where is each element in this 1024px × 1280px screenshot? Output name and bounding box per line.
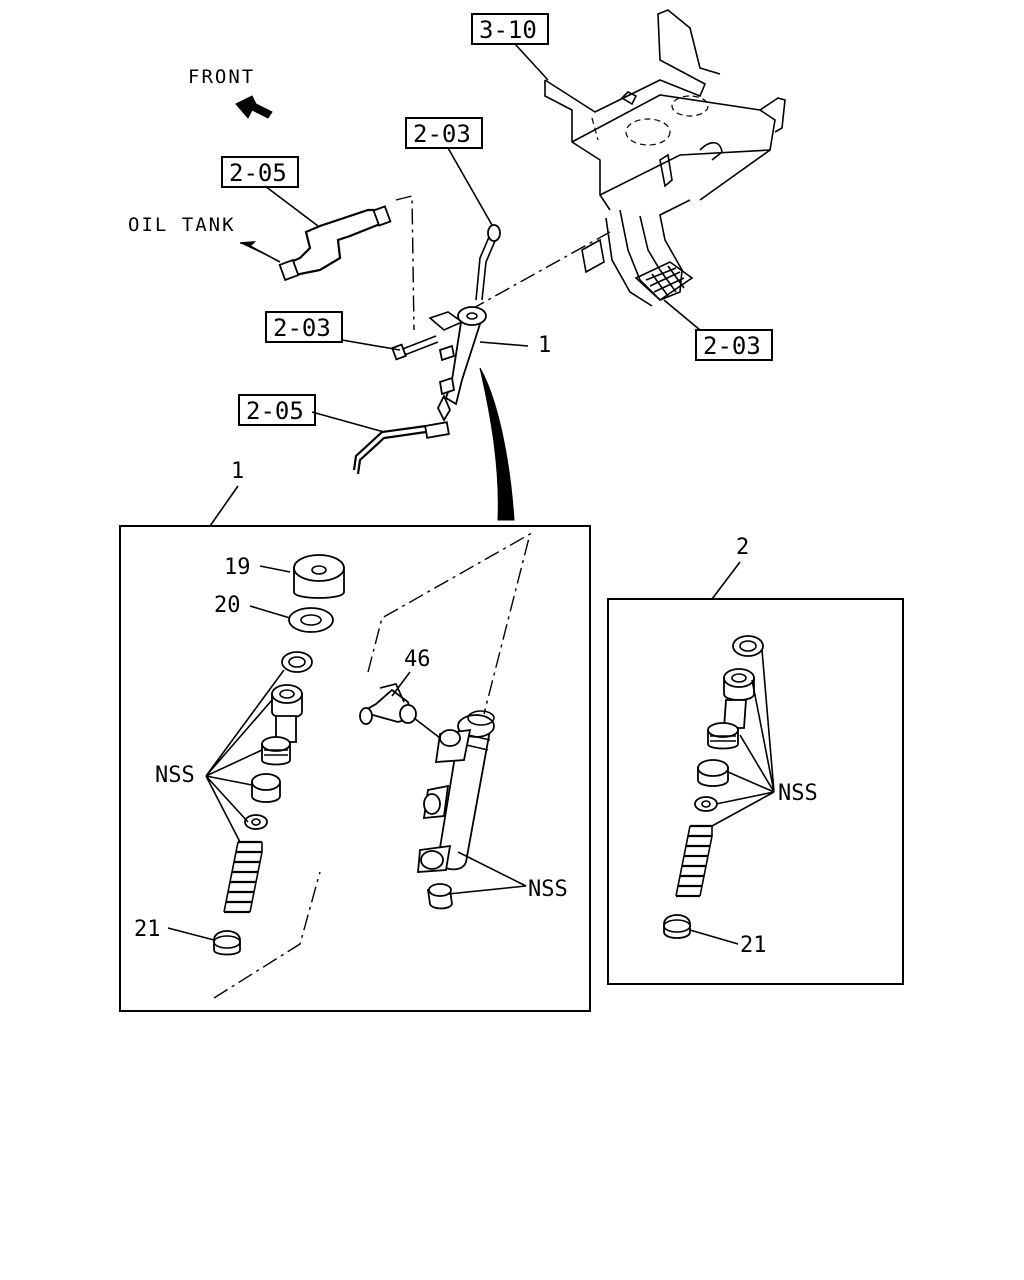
spring-left	[223, 840, 263, 914]
front-arrow-icon	[235, 95, 273, 119]
part-21-right-label: 21	[740, 933, 767, 958]
ref-2-03-pedal: 2-03	[695, 329, 773, 361]
oil-tank-arrow-icon	[239, 241, 281, 263]
nss-right-label: NSS	[778, 781, 818, 806]
ref-2-03-pushrod: 2-03	[405, 117, 483, 149]
detail-box-2: 2 21 NSS	[607, 535, 904, 985]
spring-right	[675, 824, 713, 898]
svg-text:2-05: 2-05	[229, 159, 287, 187]
front-indicator: FRONT	[188, 66, 273, 119]
reservoir-hose	[278, 195, 415, 331]
ref-3-10: 3-10	[471, 13, 549, 45]
ref-2-05-hose: 2-05	[221, 156, 299, 188]
detail-box-2-label: 2	[736, 535, 749, 560]
oil-tank-label: OIL TANK	[128, 214, 236, 236]
svg-text:2-05: 2-05	[246, 397, 304, 425]
nss-left-label: NSS	[155, 763, 195, 788]
front-label: FRONT	[188, 66, 255, 88]
part-20-label: 20	[214, 593, 241, 618]
master-cylinder-top	[391, 306, 487, 422]
svg-text:2-03: 2-03	[703, 332, 761, 360]
ref-2-03-bolt: 2-03	[265, 311, 343, 343]
outlet-hose	[352, 421, 450, 475]
ref-2-05-outlet: 2-05	[238, 394, 316, 426]
nss-center-label: NSS	[528, 877, 568, 902]
part-21-left-label: 21	[134, 917, 161, 942]
detail-box-1: 1 19 20 21	[119, 459, 591, 1012]
detail-box-1-label: 1	[231, 459, 244, 484]
part-46-label: 46	[404, 647, 431, 672]
part-19-label: 19	[224, 555, 251, 580]
svg-text:2-03: 2-03	[273, 314, 331, 342]
detail-pointer-icon	[479, 367, 515, 521]
pushrod	[469, 224, 611, 311]
svg-text:2-03: 2-03	[413, 120, 471, 148]
top-leaders	[264, 43, 701, 433]
oil-tank-indicator: OIL TANK	[128, 214, 281, 263]
svg-text:3-10: 3-10	[479, 16, 537, 44]
part-1-label: 1	[538, 333, 551, 358]
pedal-bracket	[544, 9, 786, 307]
